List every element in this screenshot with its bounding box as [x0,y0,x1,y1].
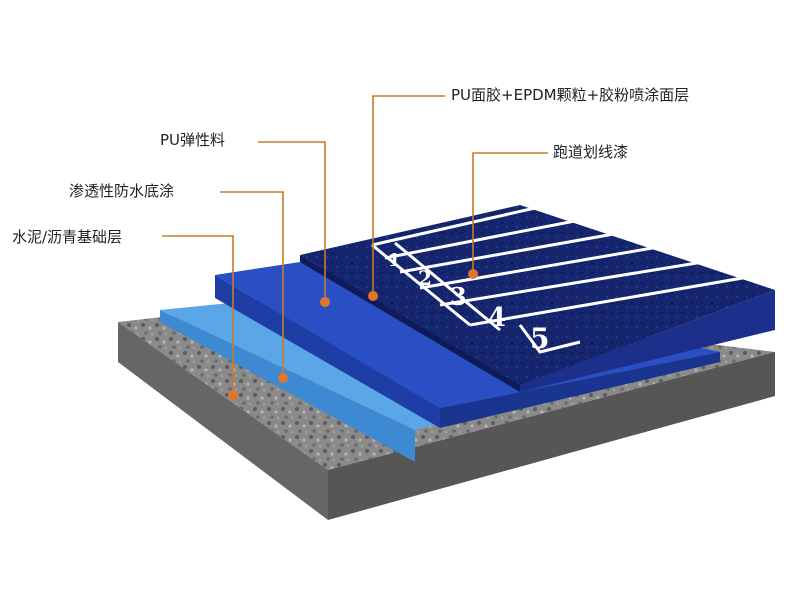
label-pu-elastic: PU弹性料 [160,131,226,149]
label-sealer: 渗透性防水底涂 [69,182,175,200]
label-lane-lines: 跑道划线漆 [553,143,629,161]
concrete-base-side [328,352,775,520]
leader-sealer [220,191,284,377]
leader-lane-lines [472,152,548,272]
leader-pu-elastic [258,141,326,300]
marker-lane-lines [468,269,478,279]
track-surface-front [300,255,520,392]
lane-number-1: 1 [388,250,401,271]
marker-base [228,390,238,400]
pu-layer-front [215,275,440,428]
leader-top-layer [372,95,445,294]
lane-number-4: 4 [488,303,506,333]
marker-sealer [278,373,288,383]
leader-base [162,235,234,394]
track-surface-side [520,290,775,392]
lane-number-3: 3 [450,282,467,311]
sealer-layer-front [160,310,415,462]
pu-layer-side [440,352,720,428]
marker-pu-elastic [320,297,330,307]
lane-lines [371,206,761,354]
label-base: 水泥/沥青基础层 [12,228,123,246]
leader-lines [162,95,548,394]
lane-number-2: 2 [418,266,432,290]
label-top-layer: PU面胶+EPDM颗粒+胶粉喷涂面层 [451,86,690,104]
concrete-base-front [118,322,328,520]
lane-number-5: 5 [530,322,549,355]
marker-top-layer [368,291,378,301]
